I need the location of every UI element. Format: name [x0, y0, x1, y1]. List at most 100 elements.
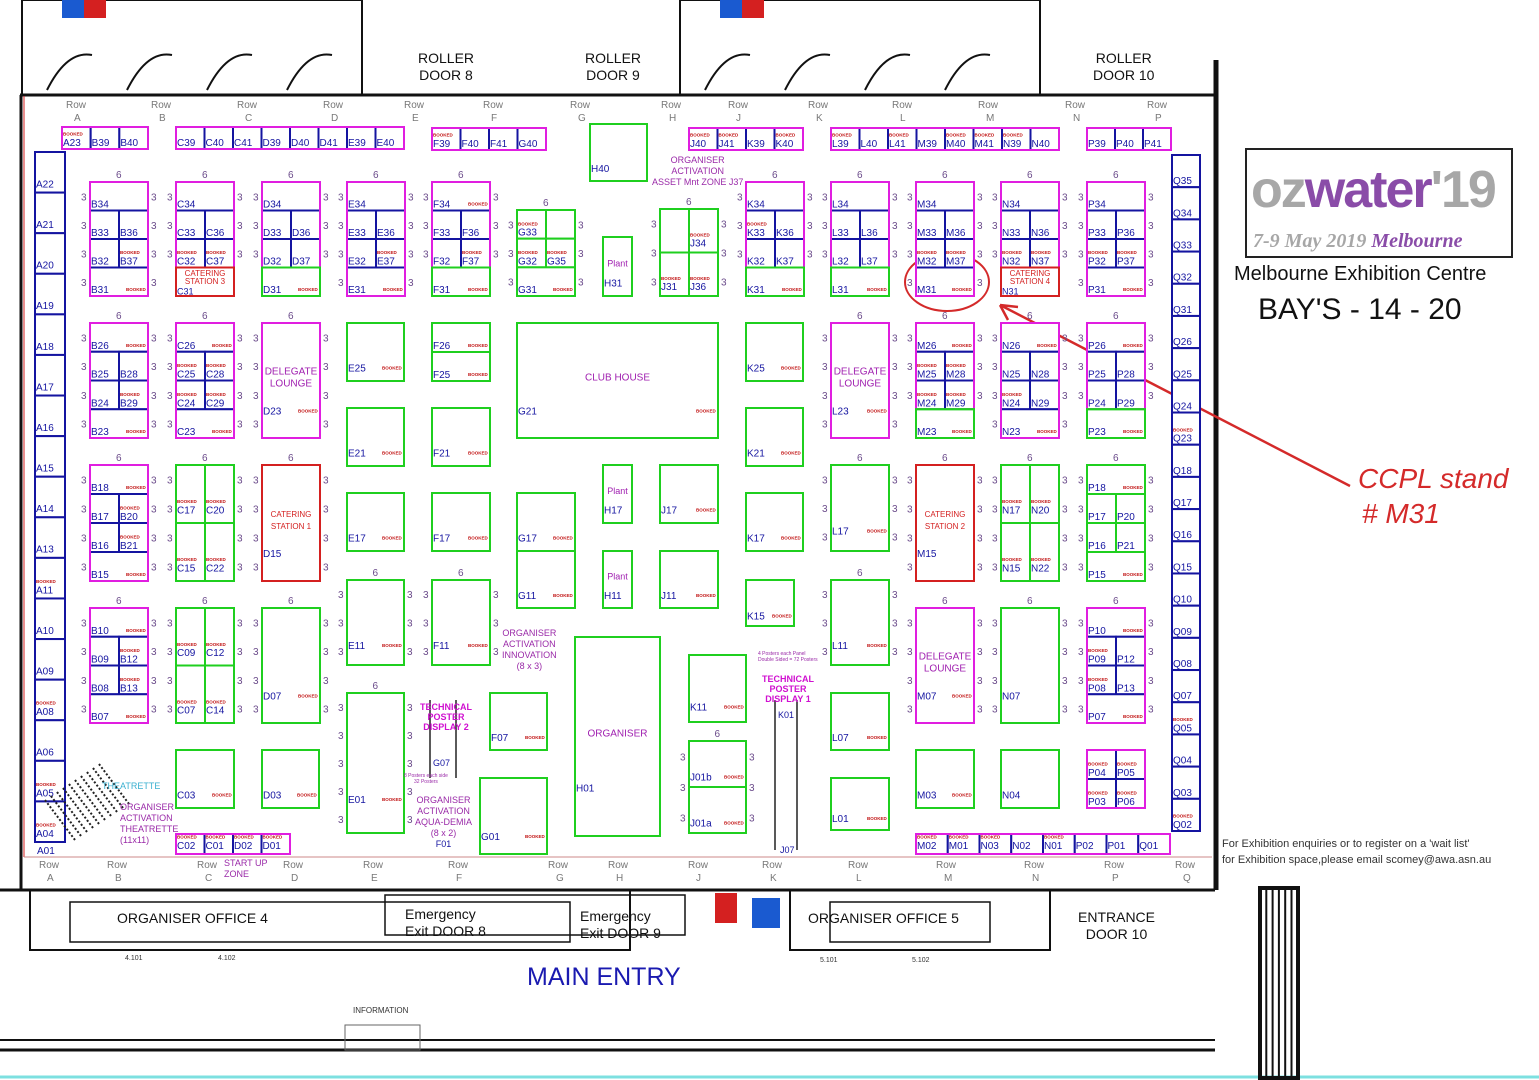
booth-B32[interactable]: B32 — [89, 238, 120, 269]
booth-D37[interactable]: D37 — [290, 238, 321, 269]
booth-C36[interactable]: C36 — [204, 209, 235, 240]
booth-Q16[interactable]: Q16 — [1171, 508, 1201, 543]
booth-D36[interactable]: D36 — [290, 209, 321, 240]
booth-C39[interactable]: C39 — [175, 126, 206, 150]
booth-B24[interactable]: B24 — [89, 379, 120, 411]
booth-C40[interactable]: C40 — [203, 126, 234, 150]
booth-A09[interactable]: A09 — [34, 638, 66, 681]
booth-M15[interactable]: M15 — [915, 464, 975, 582]
booth-A14[interactable]: A14 — [34, 475, 66, 519]
booth-K36[interactable]: K36 — [774, 209, 805, 240]
booth-Q01[interactable]: Q01 — [1137, 833, 1171, 855]
booth-A19[interactable]: A19 — [34, 272, 66, 316]
booth-A18[interactable]: A18 — [34, 313, 66, 356]
booth-H40[interactable]: H40 — [589, 123, 648, 182]
booth-N02[interactable]: N02 — [1010, 833, 1044, 855]
booth-D34[interactable]: D34 — [261, 181, 321, 212]
booth-K37[interactable]: K37 — [774, 238, 805, 269]
booth-M36[interactable]: M36 — [944, 209, 975, 240]
booth-P12[interactable]: P12 — [1115, 635, 1146, 667]
booth-B17[interactable]: B17 — [89, 493, 120, 524]
booth-Q17[interactable]: Q17 — [1171, 475, 1201, 511]
booth-B36[interactable]: B36 — [118, 209, 149, 240]
booth-K39[interactable]: K39 — [745, 127, 776, 151]
booth-Q24[interactable]: Q24 — [1171, 379, 1201, 414]
booth-B08[interactable]: B08 — [89, 664, 120, 696]
booth-M33[interactable]: M33 — [915, 209, 946, 240]
booth-P29[interactable]: P29 — [1115, 379, 1146, 411]
booth-N36[interactable]: N36 — [1029, 209, 1060, 240]
booth-Q09[interactable]: Q09 — [1171, 604, 1201, 639]
booth-Q18[interactable]: Q18 — [1171, 443, 1201, 478]
booth-B33[interactable]: B33 — [89, 209, 120, 240]
booth-B28[interactable]: B28 — [118, 350, 149, 382]
booth-E33[interactable]: E33 — [346, 209, 377, 240]
booth-N34[interactable]: N34 — [1000, 181, 1060, 212]
booth-B39[interactable]: B39 — [89, 126, 121, 150]
booth-H17[interactable]: H17 — [602, 464, 633, 524]
booth-Q31[interactable]: Q31 — [1171, 282, 1201, 317]
booth-A16[interactable]: A16 — [34, 394, 66, 438]
booth-P25[interactable]: P25 — [1086, 350, 1117, 382]
booth-L33[interactable]: L33 — [830, 209, 861, 240]
booth-cell[interactable] — [545, 209, 576, 240]
booth-M39[interactable]: M39 — [915, 127, 946, 151]
booth-N28[interactable]: N28 — [1029, 350, 1060, 382]
booth-D32[interactable]: D32 — [261, 238, 292, 269]
booth-N04[interactable]: N04 — [1000, 749, 1060, 809]
booth-G40[interactable]: G40 — [516, 127, 547, 151]
booth-P13[interactable]: P13 — [1115, 664, 1146, 696]
booth-Q33[interactable]: Q33 — [1171, 218, 1201, 253]
booth-C34[interactable]: C34 — [175, 181, 235, 212]
booth-D40[interactable]: D40 — [289, 126, 320, 150]
